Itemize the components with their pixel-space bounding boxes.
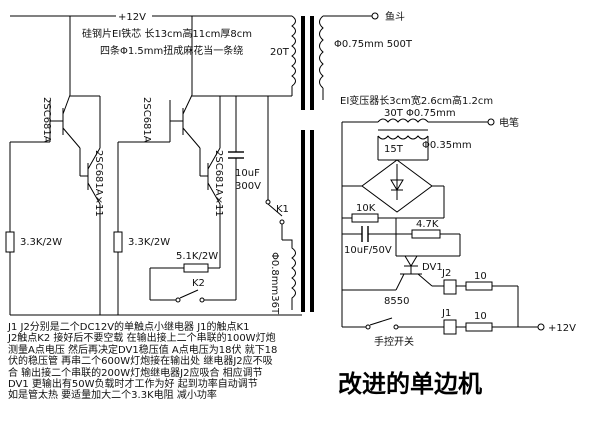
supply-12v-label: +12V [118, 12, 146, 23]
note-line: 测量A点电压 然后再决定DV1稳压值 A点电压为18伏 就下18 [8, 344, 278, 356]
t15-label: 15T [384, 144, 404, 155]
r10k-label: 10K [356, 203, 376, 214]
hand-switch-label: 手控开关 [374, 335, 414, 348]
j1-label: J1 [441, 308, 451, 319]
winding-spec-label: 四条Φ1.5mm扭成麻花当一条绕 [100, 44, 243, 57]
q1-label: 2SC681A [41, 97, 52, 143]
note-line: 如是管太热 要适量加大二个3.3K电阻 减小功率 [8, 390, 217, 402]
q2-label: 2SC681A [141, 97, 152, 143]
secondary-spec-label: Φ0.75mm 500T [334, 39, 413, 50]
k2-branch [149, 230, 237, 303]
cap-voltage-label: 300V [235, 181, 261, 192]
supply-rail [10, 15, 292, 95]
note-line: J1 J2分别是二个DC12V的单触点小继电器 J1的触点K1 [8, 322, 250, 333]
yudou-label: 鱼斗 [385, 10, 405, 23]
relay-j1-branch [341, 317, 545, 335]
relay-j2-branch [432, 279, 519, 327]
k1-label: K1 [276, 204, 289, 215]
k2-label: K2 [192, 278, 205, 289]
supply-12v-right-terminal [537, 323, 545, 331]
bridge-rectifier [342, 136, 445, 218]
diagram-title: 改进的单边机 [338, 369, 482, 398]
resistor-4-7k [395, 218, 461, 256]
t8550-label: 8550 [384, 296, 409, 307]
r47k-label: 4.7K [416, 219, 439, 230]
note-line: 合 输出接二个串联的200W灯炮继电器J2应吸合 相应调节 [8, 367, 263, 379]
ei-small-spec-label: EI变压器长3cm宽2.6cm高1.2cm [340, 94, 493, 107]
dv1-label: DV1 [422, 262, 443, 273]
core-spec-label: 硅钢片EI铁芯 长13cm高11cm厚8cm [82, 27, 252, 40]
transistor-group-2 [169, 94, 292, 268]
cap-10uf-50v-label: 10uF/50V [344, 245, 392, 256]
secondary-coil-500t [319, 15, 324, 89]
note-line: 伏的稳压管 再串二个600W灯炮接在输出处 继电器J2应不吸 [8, 356, 273, 368]
note-line: J2触点K2 接好后不要空载 在输出接上二个串联的100W灯炮 [8, 333, 276, 345]
transistor-group-1 [49, 94, 101, 315]
note-line: DV1 更输出有50W负载时才工作为好 起到功率自动调节 [8, 379, 258, 391]
small-coil-30t [377, 118, 429, 123]
notes-block: J1 J2分别是二个DC12V的单触点小继电器 J1的触点K1 J2触点K2 接… [8, 322, 328, 402]
resistor-5-1k [183, 263, 209, 273]
resistor-5-1k-label: 5.1K/2W [176, 251, 218, 262]
supply-12v-right-label: +12V [548, 323, 576, 334]
cap-value-label: 10uF [235, 168, 260, 179]
main-transformer [301, 16, 314, 312]
base-drive-wires [9, 141, 302, 316]
resistor-3-3k-left-label: 3.3K/2W [20, 237, 62, 248]
j2-label: J2 [441, 268, 451, 279]
phi035-label: Φ0.35mm [422, 140, 472, 151]
capacitor-10uf-300v [228, 96, 244, 230]
dianbi-label: 电笔 [499, 116, 519, 129]
capacitor-10uf-50v [341, 160, 396, 318]
coil-20t-label: 20T [270, 47, 290, 58]
resistor-3-3k-right [113, 231, 123, 253]
small-coil-15t [377, 135, 429, 140]
resistor-3-3k-right-label: 3.3K/2W [128, 237, 170, 248]
q1-array-label: 2SC681A×11 [93, 150, 104, 217]
resistor-10k [342, 213, 444, 223]
hand-switch [365, 324, 371, 330]
transistor-8550 [342, 266, 433, 291]
t30-label: 30T Φ0.75mm [384, 108, 456, 119]
yudou-terminal [371, 12, 379, 20]
tap-coil-label: Φ0.8mm36T [269, 252, 280, 315]
primary-coil-20t [291, 15, 296, 87]
relay-contact-k1 [265, 96, 285, 240]
resistor-3-3k-left [5, 231, 15, 253]
tap-coil-36t [282, 239, 296, 310]
r10-b-label: 10 [474, 311, 487, 322]
r10-a-label: 10 [474, 271, 487, 282]
q2-array-label: 2SC681A×11 [213, 150, 224, 217]
dianbi-terminal [487, 118, 495, 126]
